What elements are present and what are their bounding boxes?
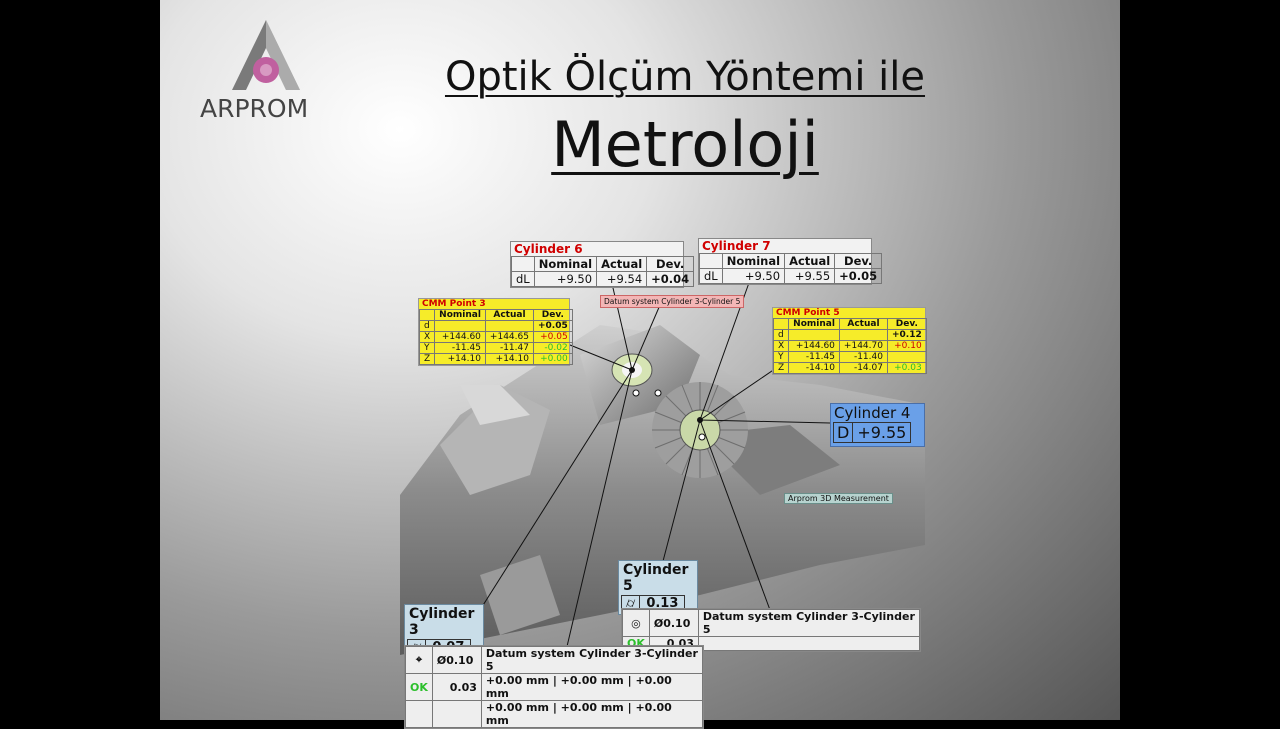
- cylinder6-h0: [511, 256, 535, 272]
- cmm3-r2c0: Y: [418, 342, 436, 354]
- cmm3-title: CMM Point 3: [422, 299, 486, 309]
- cmm3-r1c2: +144.65: [484, 331, 534, 343]
- cmm5-r0c1: [788, 329, 840, 341]
- position-table: ⌖ Ø0.10 Datum system Cylinder 3-Cylinder…: [405, 646, 704, 728]
- logo-text: ARPROM: [200, 94, 309, 123]
- cmm3-table: Nominal Actual Dev. d +0.05 X +144.60 +1…: [418, 309, 573, 365]
- cmm5-r2c2: -11.40: [838, 351, 888, 363]
- slide: ARPROM Optik Ölçüm Yöntemi ile Metroloji: [160, 0, 1120, 729]
- position-ref: Datum system Cylinder 3-Cylinder 5: [480, 646, 704, 674]
- position-tol: Ø0.10: [431, 646, 482, 674]
- cmm3-r3c0: Z: [418, 353, 436, 365]
- cmm3-r2c1: -11.45: [434, 342, 486, 354]
- cylinder6-table: Nominal Actual Dev. dL +9.50 +9.54 +0.04: [511, 256, 695, 287]
- cmm5-h1: Nominal: [788, 318, 840, 330]
- cylinder4-title: Cylinder 4: [834, 404, 911, 422]
- concentricity-icon: ◎: [622, 609, 650, 637]
- cylinder4-label: D: [833, 422, 854, 443]
- cylinder7-c2: +9.55: [784, 268, 836, 284]
- cylinder7-table: Nominal Actual Dev. dL +9.50 +9.55 +0.05: [699, 253, 883, 284]
- cmm3-r1c1: +144.60: [434, 331, 486, 343]
- cylinder7-h0: [699, 253, 723, 269]
- cad-scene: Cylinder 6 Nominal Actual Dev. dL +9.50 …: [400, 235, 927, 729]
- position-value: 0.03: [431, 673, 482, 701]
- cylinder7-c1: +9.50: [721, 268, 786, 284]
- cmm3-r1c0: X: [418, 331, 436, 343]
- arprom-logo: ARPROM: [200, 18, 350, 128]
- measurement-label: Arprom 3D Measurement: [784, 493, 893, 504]
- cylinder7-callout: Cylinder 7 Nominal Actual Dev. dL +9.50 …: [698, 238, 883, 285]
- cmm5-table: Nominal Actual Dev. d +0.12 X +144.60 +1…: [772, 318, 927, 374]
- cmm-point5-callout: CMM Point 5 Nominal Actual Dev. d +0.12 …: [772, 307, 927, 375]
- cylinder7-h1: Nominal: [721, 253, 786, 269]
- cmm5-h2: Actual: [838, 318, 888, 330]
- cmm5-r3c2: -14.07: [838, 362, 888, 374]
- arprom-logo-icon: [232, 20, 300, 90]
- cylinder7-c0: dL: [699, 268, 723, 284]
- cmm5-r1c0: X: [772, 340, 790, 352]
- title-line-1: Optik Ölçüm Yöntemi ile: [444, 54, 926, 100]
- position-callout: ⌖ Ø0.10 Datum system Cylinder 3-Cylinder…: [404, 645, 704, 729]
- cmm3-r2c2: -11.47: [484, 342, 534, 354]
- cmm3-r3c2: +14.10: [484, 353, 534, 365]
- position-status: OK: [405, 673, 433, 701]
- cmm5-title: CMM Point 5: [776, 308, 840, 318]
- cylinder7-c3: +0.05: [834, 268, 883, 284]
- cylinder6-h2: Actual: [596, 256, 648, 272]
- cmm3-r0c0: d: [418, 320, 436, 332]
- cylinder3-title: Cylinder 3: [409, 606, 475, 638]
- cmm3-h2: Actual: [484, 309, 534, 321]
- cylinder6-c0: dL: [511, 271, 535, 287]
- cmm-point3-callout: CMM Point 3 Nominal Actual Dev. d +0.05 …: [418, 298, 573, 366]
- cmm3-r0c2: [484, 320, 534, 332]
- cmm5-r0c0: d: [772, 329, 790, 341]
- cmm5-r3c0: Z: [772, 362, 790, 374]
- concentricity-tol: Ø0.10: [648, 609, 699, 637]
- cmm5-r0c2: [838, 329, 888, 341]
- cmm5-h0: [772, 318, 790, 330]
- cylinder6-c3: +0.04: [646, 271, 695, 287]
- cmm5-r2c0: Y: [772, 351, 790, 363]
- cylinder6-c1: +9.50: [533, 271, 598, 287]
- cmm5-r3c3: +0.03: [886, 362, 927, 374]
- datum-system-label: Datum system Cylinder 3-Cylinder 5: [600, 295, 745, 308]
- title-line-2: Metroloji: [551, 108, 819, 181]
- cylinder5-title: Cylinder 5: [623, 562, 689, 594]
- cmm5-r2c3: [886, 351, 927, 363]
- cmm3-r3c3: +0.00: [532, 353, 573, 365]
- cmm5-r2c1: -11.45: [788, 351, 840, 363]
- cmm5-r1c2: +144.70: [838, 340, 888, 352]
- cylinder6-title: Cylinder 6: [514, 242, 583, 256]
- cmm3-r2c3: -0.02: [532, 342, 573, 354]
- position-icon: ⌖: [405, 646, 433, 674]
- cylinder4-value: +9.55: [853, 422, 912, 443]
- cylinder4-callout: Cylinder 4 D +9.55: [830, 403, 925, 447]
- cmm3-r3c1: +14.10: [434, 353, 486, 365]
- part-rendering: [400, 274, 925, 656]
- cmm3-r0c1: [434, 320, 486, 332]
- cmm3-h0: [418, 309, 436, 321]
- cylinder6-callout: Cylinder 6 Nominal Actual Dev. dL +9.50 …: [510, 241, 695, 288]
- position-line1: +0.00 mm | +0.00 mm | +0.00 mm: [480, 673, 704, 701]
- cylinder7-h2: Actual: [784, 253, 836, 269]
- cmm3-h1: Nominal: [434, 309, 486, 321]
- cmm3-r0c3: +0.05: [532, 320, 573, 332]
- cmm3-r1c3: +0.05: [532, 331, 573, 343]
- cylinder6-h1: Nominal: [533, 256, 598, 272]
- cylinder5-callout: Cylinder 5 ⌭ 0.13: [618, 560, 698, 615]
- cmm5-r1c3: +0.10: [886, 340, 927, 352]
- cmm5-r0c3: +0.12: [886, 329, 927, 341]
- cmm3-h3: Dev.: [532, 309, 573, 321]
- cmm5-h3: Dev.: [886, 318, 927, 330]
- cmm5-r3c1: -14.10: [788, 362, 840, 374]
- cylinder6-h3: Dev.: [646, 256, 695, 272]
- position-line2: +0.00 mm | +0.00 mm | +0.00 mm: [480, 700, 704, 728]
- concentricity-ref: Datum system Cylinder 3-Cylinder 5: [697, 609, 921, 637]
- cylinder7-title: Cylinder 7: [702, 239, 771, 253]
- cylinder6-c2: +9.54: [596, 271, 648, 287]
- cmm5-r1c1: +144.60: [788, 340, 840, 352]
- cylinder7-h3: Dev.: [834, 253, 883, 269]
